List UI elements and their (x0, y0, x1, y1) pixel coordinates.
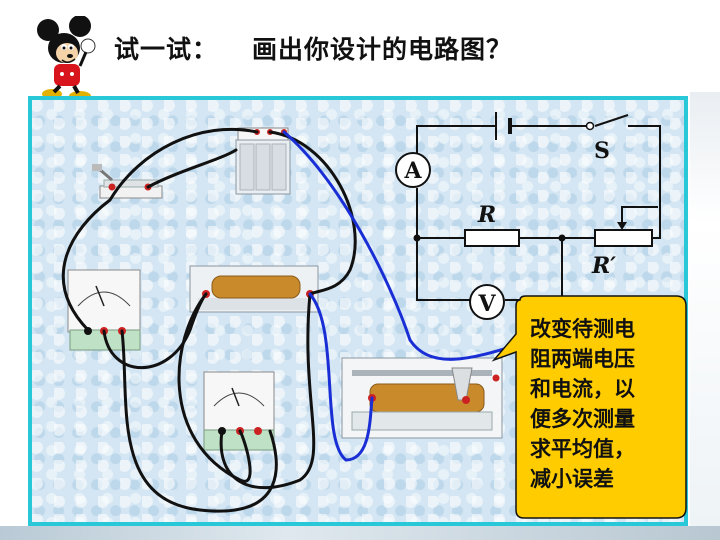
page-title: 试一试： 画出你设计的电路图？ (114, 30, 512, 66)
rheostat-label: R′ (591, 253, 616, 279)
title-bar (0, 0, 720, 92)
switch-label: S (594, 138, 610, 164)
ammeter-label: A (403, 158, 422, 184)
sliding-rheostat (341, 357, 503, 439)
circuit-schematic (416, 112, 661, 301)
voltmeter-symbol (469, 284, 505, 320)
title-prefix: 试一试： (114, 35, 219, 64)
bottom-decoration (0, 526, 720, 540)
voltmeter-device (203, 371, 275, 451)
battery-pack (235, 127, 291, 195)
voltmeter-label: V (477, 291, 496, 317)
junction-dot (558, 234, 566, 242)
resistor-label: R (477, 202, 496, 228)
blue-wires (282, 130, 522, 462)
switch-pivot-icon (585, 121, 595, 131)
coil-resistor (189, 265, 319, 313)
mickey-mascot-icon (37, 16, 96, 101)
callout-text: 改变待测电 阻两端电压 和电流，以 便多次测量 求平均值， 减小误差 (530, 317, 635, 491)
slider-arrow-icon (617, 222, 627, 230)
rheostat-r-prime (594, 229, 653, 247)
right-decoration (690, 92, 720, 526)
title-text: 画出你设计的电路图？ (252, 35, 513, 64)
black-wires (61, 127, 357, 513)
ammeter-symbol (395, 152, 431, 188)
callout-bubble (491, 295, 687, 519)
resistor-r (464, 229, 520, 247)
junction-dot (413, 234, 421, 242)
knife-switch (92, 164, 163, 199)
